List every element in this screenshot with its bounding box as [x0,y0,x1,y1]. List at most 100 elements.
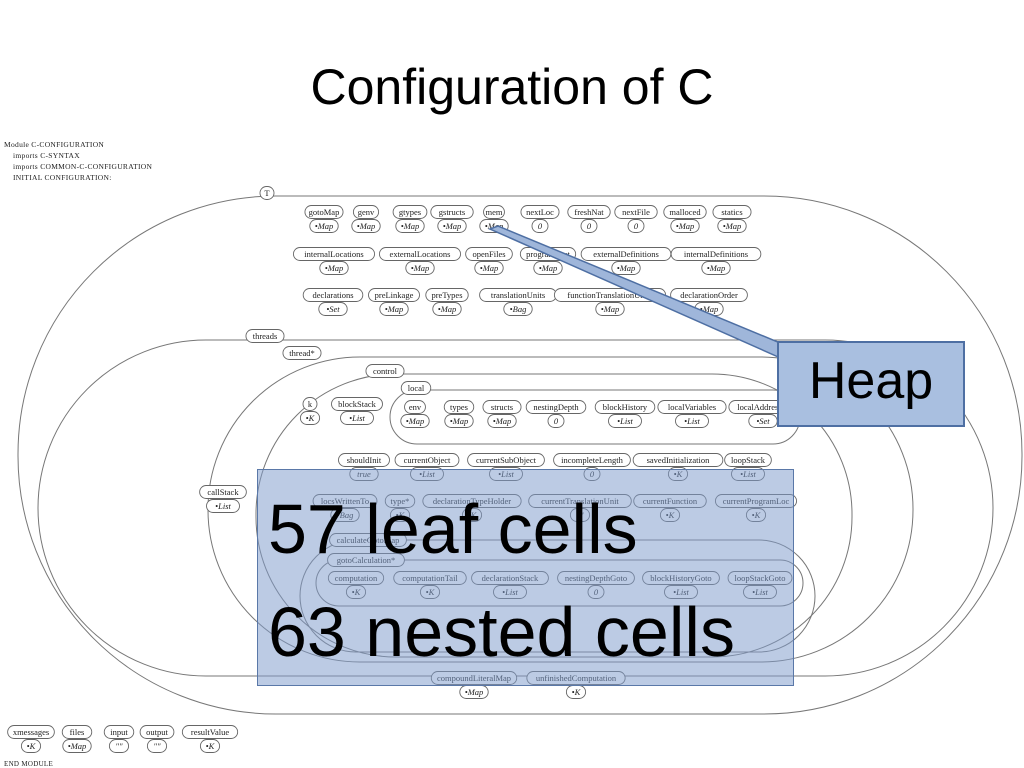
cell-internal-definitions-value-text: •Map [707,263,726,273]
cell-local-variables-value: •List [675,414,709,428]
cell-program-text-value: •Map [533,261,563,275]
cell-result-value-label: resultValue [181,725,239,739]
cell-current-sub-object-label: currentSubObject [467,453,545,467]
cell-structs-label-text: structs [491,402,513,412]
cell-internal-definitions-label: internalDefinitions [670,247,762,261]
cell-goto-map-value: •Map [309,219,339,233]
cell-external-definitions-label: externalDefinitions [580,247,672,261]
leaf-cells-count: 57 leaf cells [268,490,638,568]
cell-pre-types-label-text: preTypes [431,290,462,300]
cell-block-stack-value-text: •List [349,413,365,423]
cell-internal-locations-value-text: •Map [325,263,344,273]
cell-mem-value-text: •Map [485,221,504,231]
cell-nesting-depth-label: nestingDepth [525,400,587,414]
cell-declaration-order-label-text: declarationOrder [680,290,738,300]
cell-pre-linkage-label-text: preLinkage [375,290,414,300]
cell-open-files-label-text: openFiles [472,249,505,259]
cell-internal-definitions-label-text: internalDefinitions [684,249,748,259]
cell-threads-label: threads [245,329,285,343]
cell-function-translation-units-value-text: •Map [601,304,620,314]
cell-pre-linkage-value: •Map [379,302,409,316]
cell-local-addresses-label-text: localAddresses [737,402,788,412]
cell-output-value: "" [146,739,168,753]
cell-function-translation-units-value: •Map [595,302,625,316]
cell-fresh-nat-label: freshNat [567,205,611,219]
cell-gstructs-label-text: gstructs [439,207,465,217]
cell-block-stack-value: •List [340,411,374,425]
cell-statics-label: statics [712,205,752,219]
cell-translation-units-value: •Bag [503,302,533,316]
cell-call-stack-label: callStack [199,485,247,499]
cell-gstructs-label: gstructs [430,205,474,219]
cell-t-label-text: T [264,188,270,198]
cell-malloced-label-text: malloced [669,207,701,217]
cell-result-value-value-text: •K [206,741,216,751]
cell-external-locations-label-text: externalLocations [390,249,451,259]
slide-title: Configuration of C [310,59,714,115]
cell-declaration-order-value-text: •Map [700,304,719,314]
cell-gtypes-label-text: gtypes [399,207,421,217]
cell-declarations-label-text: declarations [312,290,353,300]
cell-fresh-nat-value-text: 0 [587,221,592,231]
cell-incomplete-length-label-text: incompleteLength [561,455,624,465]
cell-current-object-label: currentObject [394,453,460,467]
cell-current-object-label-text: currentObject [404,455,451,465]
cell-pre-types-label: preTypes [425,288,469,302]
cell-declarations-value-text: •Set [326,304,340,314]
cell-xmessages-label: xmessages [7,725,55,739]
cell-translation-units-value-text: •Bag [510,304,527,314]
cell-goto-map-value-text: •Map [315,221,334,231]
cell-local-variables-label: localVariables [657,400,727,414]
cell-xmessages-value: •K [20,739,42,753]
module-header: Module C-CONFIGURATION [4,140,105,149]
cell-statics-value: •Map [717,219,747,233]
cell-t-label: T [259,186,275,200]
cell-malloced-label: malloced [663,205,707,219]
cell-result-value-label-text: resultValue [191,727,229,737]
cell-files-label-text: files [70,727,85,737]
cell-open-files-value: •Map [474,261,504,275]
t-cell-oval [17,195,1023,715]
cell-block-stack-label-text: blockStack [338,399,377,409]
cell-compound-literal-map-value: •Map [459,685,489,699]
cell-goto-map-label: gotoMap [304,205,344,219]
cell-incomplete-length-label: incompleteLength [553,453,631,467]
cell-output-label-text: output [146,727,168,737]
cell-control-label-text: control [373,366,398,376]
cell-external-definitions-value: •Map [611,261,641,275]
cell-xmessages-value-text: •K [27,741,37,751]
cell-next-file-label: nextFile [614,205,658,219]
cell-mem-label: mem [483,205,505,219]
cell-next-file-value: 0 [627,219,645,233]
cell-loop-stack-label: loopStack [724,453,772,467]
cell-local-addresses-value-text: •Set [756,416,770,426]
cell-gtypes-label: gtypes [392,205,428,219]
cell-env-value: •Map [400,414,430,428]
cell-internal-locations-label: internalLocations [293,247,376,261]
cell-result-value-value: •K [199,739,221,753]
cell-k-value: •K [299,411,321,425]
cell-nesting-depth-label-text: nestingDepth [533,402,579,412]
cell-local-addresses-value: •Set [748,414,778,428]
cell-malloced-value-text: •Map [676,221,695,231]
cell-thread-star-label-text: thread* [289,348,315,358]
cell-next-loc-label-text: nextLoc [526,207,554,217]
nested-cells-count: 63 nested cells [268,593,735,671]
cell-next-file-label-text: nextFile [622,207,650,217]
cell-local-variables-value-text: •List [684,416,700,426]
cell-program-text-value-text: •Map [539,263,558,273]
cell-xmessages-label-text: xmessages [13,727,49,737]
cell-types-label-text: types [450,402,468,412]
cell-next-file-value-text: 0 [634,221,639,231]
cell-thread-star-label: thread* [282,346,322,360]
cell-block-history-label: blockHistory [594,400,656,414]
cell-pre-linkage-value-text: •Map [385,304,404,314]
cell-external-locations-value-text: •Map [411,263,430,273]
cell-pre-linkage-label: preLinkage [368,288,420,302]
cell-local-label: local [400,381,432,395]
cell-output-label: output [139,725,175,739]
cell-files-value: •Map [62,739,92,753]
cell-internal-locations-value: •Map [319,261,349,275]
cell-external-definitions-value-text: •Map [617,263,636,273]
cell-env-label-text: env [409,402,422,412]
